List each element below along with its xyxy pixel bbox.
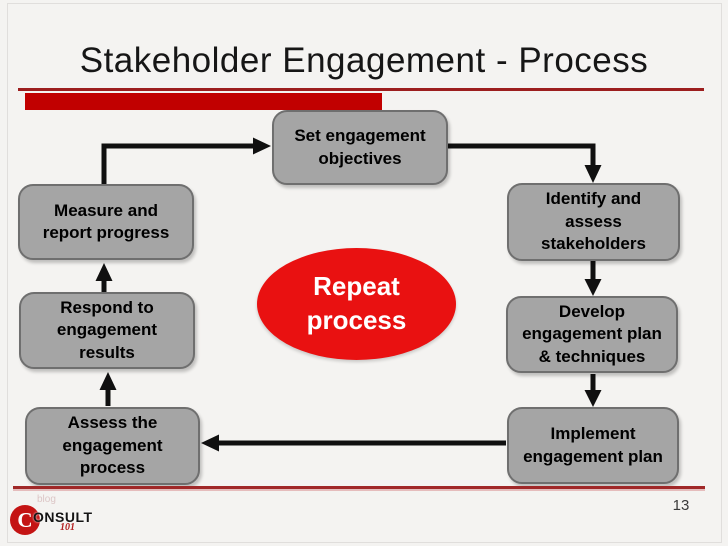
arrow-measure-to-objectives	[101, 137, 271, 184]
process-box-label: Identify and assess stakeholders	[541, 189, 646, 254]
process-box-label: Implement engagement plan	[523, 424, 663, 466]
footer-rule-dark	[13, 486, 705, 489]
logo-name: ONSULT	[33, 509, 93, 525]
repeat-process-ellipse: Repeat process	[257, 248, 456, 360]
process-box-respond-results: Respond to engagement results	[19, 292, 195, 369]
process-box-assess-process: Assess the engagement process	[25, 407, 200, 485]
arrow-objectives-to-identify	[448, 143, 602, 183]
arrow-develop-to-implement	[584, 374, 602, 407]
page-number: 13	[672, 497, 690, 514]
blog-label: blog	[37, 494, 56, 505]
process-box-set-objectives: Set engagement objectives	[272, 110, 448, 185]
footer-rule-pink	[13, 489, 705, 491]
process-box-measure-report: Measure and report progress	[18, 184, 194, 260]
consult101-logo-icon: C	[10, 505, 40, 535]
logo-number: 101	[60, 522, 75, 533]
slide-title: Stakeholder Engagement - Process	[79, 41, 649, 80]
process-box-label: Respond to engagement results	[56, 297, 158, 362]
process-box-label: Measure and report progress	[42, 200, 170, 242]
title-rule	[18, 88, 704, 91]
process-box-label: Develop engagement plan & techniques	[522, 301, 662, 366]
process-box-develop-plan: Develop engagement plan & techniques	[506, 296, 678, 373]
arrow-assess-to-respond	[99, 372, 117, 406]
process-box-label: Assess the engagement process	[62, 413, 163, 478]
arrow-identify-to-develop	[584, 261, 602, 296]
repeat-process-label: Repeat process	[306, 271, 407, 335]
arrow-implement-to-assess	[201, 434, 506, 452]
arrow-respond-to-measure	[95, 263, 113, 292]
logo-letter-c: C	[17, 507, 33, 532]
process-box-implement-plan: Implement engagement plan	[507, 407, 679, 484]
accent-bar	[25, 93, 382, 110]
process-box-label: Set engagement objectives	[294, 126, 426, 168]
process-box-identify-assess: Identify and assess stakeholders	[507, 183, 680, 261]
